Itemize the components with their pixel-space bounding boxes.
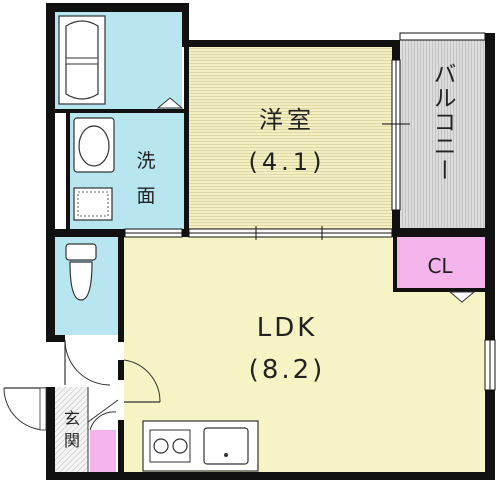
western-room-area (189, 47, 392, 229)
western-room-size: (4.1) (249, 148, 326, 176)
kitchen-sink (203, 427, 249, 465)
entrance-area (55, 387, 88, 472)
entrance-label-top: 玄 (64, 409, 80, 428)
ldk-size: (8.2) (249, 355, 326, 385)
closet-area (397, 237, 485, 290)
ldk-door (123, 359, 161, 403)
washroom-door (124, 228, 183, 238)
washing-machine (73, 187, 113, 221)
western-room-door (188, 226, 393, 240)
bath-door-mark (156, 97, 184, 109)
ldk-label: LDK (257, 313, 318, 343)
entrance-label-bottom: 関 (64, 431, 80, 450)
balcony-label: バルコニー (429, 62, 456, 182)
kitchen-counter (142, 420, 259, 472)
window (484, 339, 496, 391)
stove-burner-left (153, 438, 169, 454)
washroom-label-top: 洗 (136, 150, 155, 172)
stove-burner-right (172, 438, 188, 454)
entrance-step (87, 387, 119, 472)
bathtub (58, 15, 106, 105)
toilet-door (64, 339, 111, 386)
closet-label: CL (427, 254, 453, 278)
balcony-window (382, 59, 410, 211)
western-room-label: 洋室 (259, 106, 315, 134)
balcony-area (400, 40, 485, 228)
window-top (399, 32, 486, 41)
washroom-label-bottom: 面 (136, 185, 155, 207)
wash-basin (73, 117, 115, 173)
entrance-door (3, 387, 47, 431)
closet-door-mark (448, 291, 476, 303)
toilet (65, 243, 97, 301)
shoe-box (90, 430, 116, 472)
